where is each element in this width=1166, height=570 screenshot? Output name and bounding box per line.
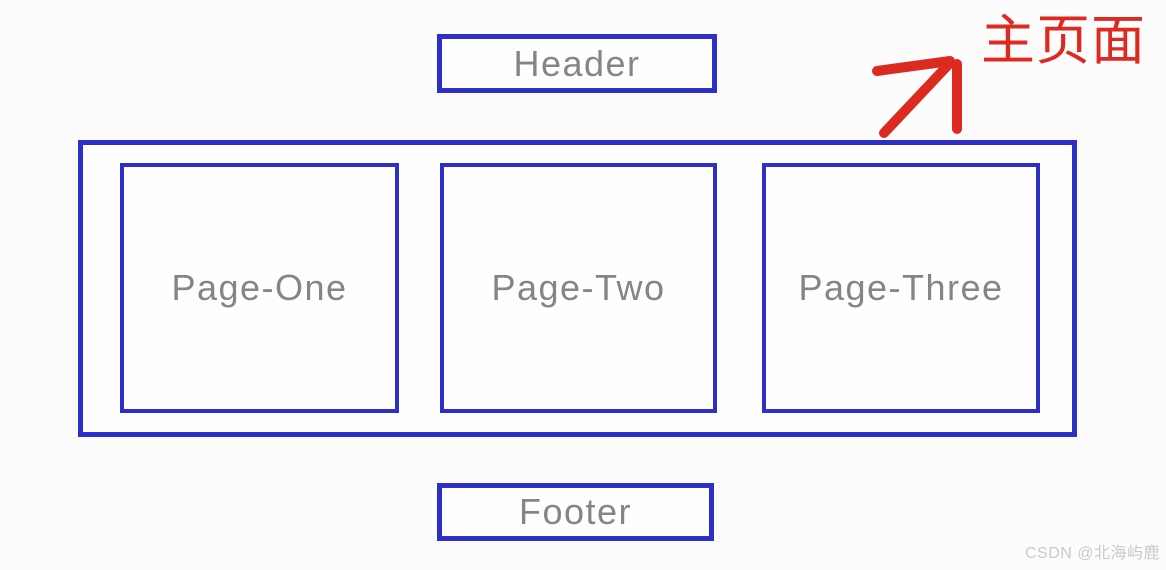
page-three-box: Page-Three <box>762 163 1040 413</box>
arrow-up-right-icon <box>872 56 962 138</box>
arrow-shaft <box>879 58 955 138</box>
page-one-box: Page-One <box>120 163 399 413</box>
header-box: Header <box>437 34 717 93</box>
page-three-label: Page-Three <box>798 267 1004 308</box>
page-one-label: Page-One <box>171 267 348 308</box>
footer-box: Footer <box>437 483 714 541</box>
watermark: CSDN @北海屿鹿 <box>1024 545 1160 562</box>
page-two-box: Page-Two <box>440 163 717 413</box>
main-container-box: Page-One Page-Two Page-Three <box>78 140 1077 437</box>
annotation-main-page-label: 主页面 <box>981 11 1146 71</box>
footer-label: Footer <box>518 491 633 532</box>
header-label: Header <box>513 42 641 84</box>
arrow-barb-left <box>872 56 955 76</box>
page-two-label: Page-Two <box>491 267 666 308</box>
